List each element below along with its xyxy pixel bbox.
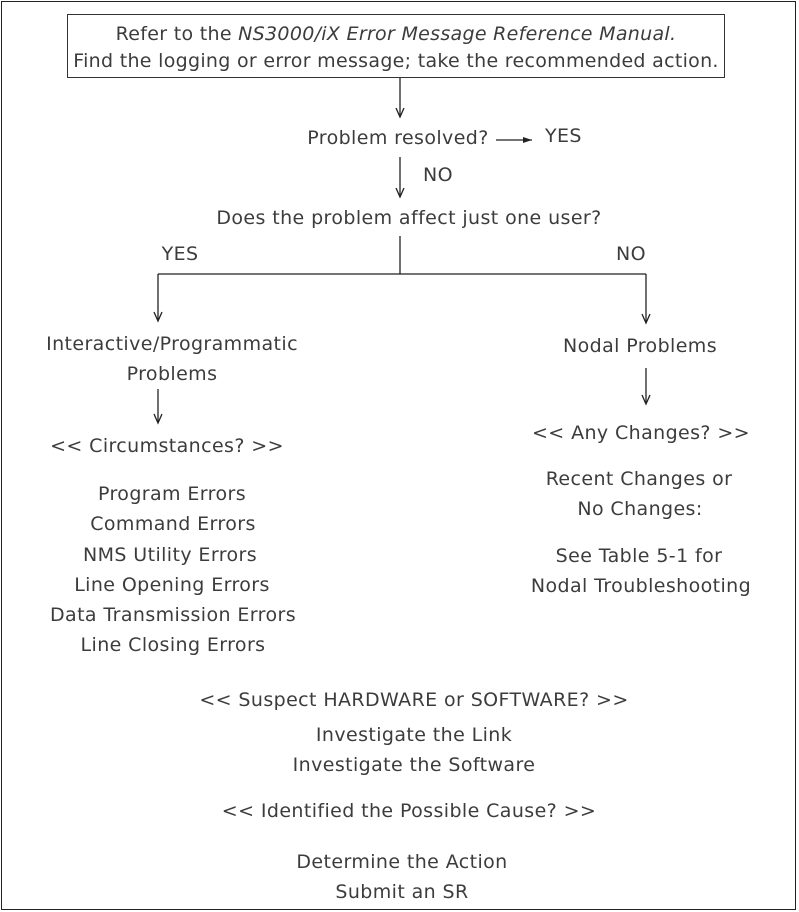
- arrowhead-circumstances: [153, 413, 163, 425]
- determine-action: Determine the Action: [296, 851, 508, 873]
- arrowhead-one-user: [395, 187, 405, 199]
- one-user-no-label: NO: [616, 243, 646, 265]
- arrowhead-changes: [641, 394, 651, 406]
- circumstance-item: Line Closing Errors: [80, 634, 266, 656]
- resolved-yes-label: YES: [545, 125, 582, 147]
- reference-prefix: Refer to the: [115, 23, 232, 45]
- circumstance-item: Line Opening Errors: [74, 574, 270, 596]
- circumstance-item: Program Errors: [97, 483, 247, 505]
- circumstance-item: Data Transmission Errors: [50, 604, 296, 626]
- any-changes-prompt: << Any Changes? >>: [531, 422, 751, 444]
- suspect-prompt: << Suspect HARDWARE or SOFTWARE? >>: [199, 689, 629, 711]
- arrowhead-right: [641, 313, 651, 325]
- interactive-programmatic-title: Interactive/Programmatic: [46, 333, 298, 355]
- arrowhead-left: [153, 311, 163, 323]
- recent-changes-label: Recent Changes or: [545, 468, 733, 490]
- identified-cause-prompt: << Identified the Possible Cause? >>: [221, 800, 597, 822]
- manual-title: NS3000/iX Error Message Reference Manual…: [238, 23, 677, 45]
- no-changes-label: No Changes:: [577, 498, 703, 520]
- circumstance-item: NMS Utility Errors: [82, 544, 258, 566]
- nodal-troubleshooting-label: Nodal Troubleshooting: [530, 575, 752, 597]
- reference-manual-box: Refer to the NS3000/iX Error Message Ref…: [67, 14, 725, 78]
- submit-sr: Submit an SR: [335, 881, 469, 903]
- problem-resolved-question: Problem resolved?: [307, 127, 489, 149]
- one-user-yes-label: YES: [161, 243, 199, 265]
- problems-title: Problems: [126, 363, 218, 385]
- resolved-no-label: NO: [423, 164, 453, 186]
- circumstances-prompt: << Circumstances? >>: [50, 435, 284, 457]
- nodal-problems-title: Nodal Problems: [562, 335, 718, 357]
- investigate-software: Investigate the Software: [292, 754, 536, 776]
- instruction-line: Find the logging or error message; take …: [73, 50, 719, 72]
- reference-line: Refer to the NS3000/iX Error Message Ref…: [68, 23, 724, 45]
- see-table-label: See Table 5-1 for: [555, 545, 723, 567]
- one-user-question: Does the problem affect just one user?: [216, 207, 602, 229]
- circumstance-item: Command Errors: [90, 513, 256, 535]
- investigate-link: Investigate the Link: [315, 724, 513, 746]
- arrowhead-resolved: [395, 107, 405, 119]
